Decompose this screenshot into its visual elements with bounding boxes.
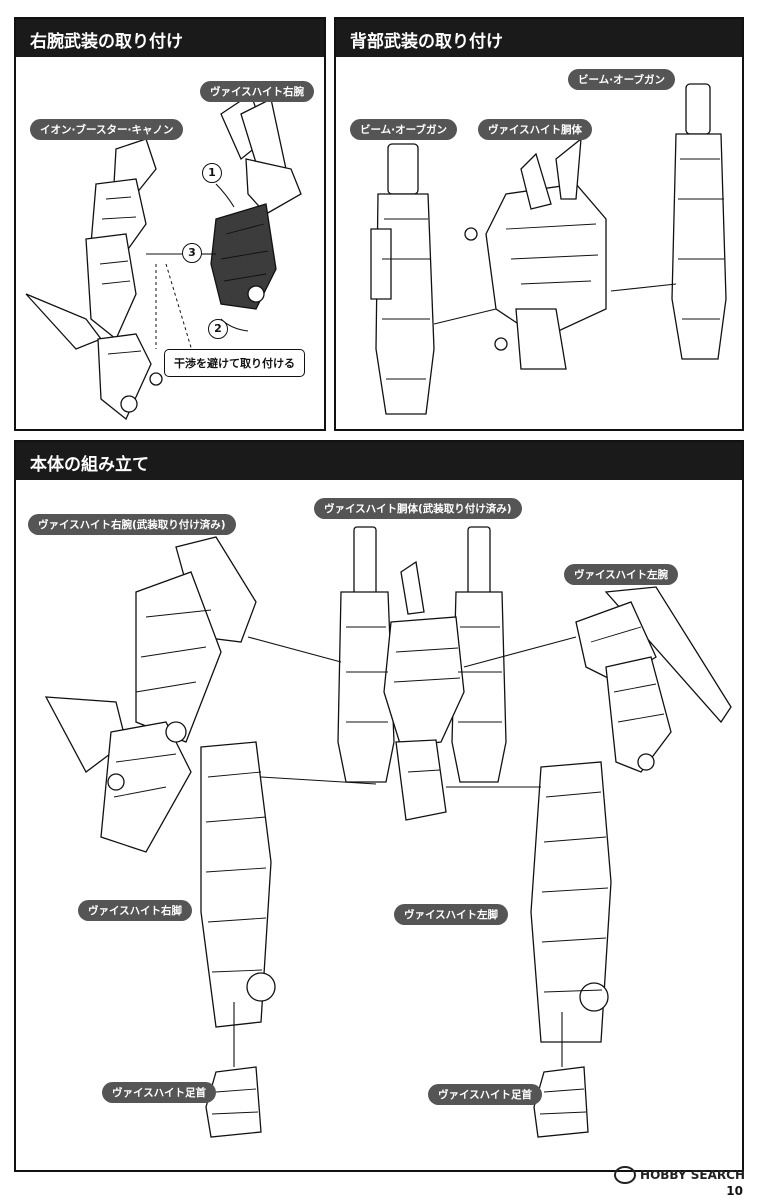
label-right-arm-equipped: ヴァイスハイト右腕(武装取り付け済み) [28,514,236,535]
label-ion-booster-cannon: イオン·ブースター·キャノン [30,119,184,140]
right-arm-arrow [247,636,342,663]
right-leg-arrow [260,776,377,785]
page-number: 10 [726,1184,743,1198]
panel-title: 本体の組み立て [30,455,149,475]
right-ankle-drawing [205,1066,262,1138]
right-arm-drawing [210,92,302,310]
left-ankle-drawing [533,1066,589,1138]
watermark-logo-icon [614,1166,637,1184]
beam-orb-gun-left-drawing [370,143,435,415]
panel-back-weapon: 背部武装の取り付け ビーム·オーブガン ビーム·オーブガン ヴァ [334,17,744,431]
left-gun-arrow [433,308,497,325]
back-weapon-illustration [370,83,727,415]
panel-header: 本体の組み立て [16,442,742,480]
label-left-arm: ヴァイスハイト左腕 [564,564,678,585]
label-torso: ヴァイスハイト胴体 [478,119,592,140]
panel-body-assembly: 本体の組み立て [14,440,744,1172]
label-left-ankle: ヴァイスハイト足首 [428,1084,542,1105]
label-right-arm: ヴァイスハイト右腕 [200,81,314,102]
label-beam-orb-gun-left: ビーム·オーブガン [350,119,458,140]
torso-equipped-drawing [337,526,507,821]
label-right-ankle: ヴァイスハイト足首 [102,1082,216,1103]
right-arm-equipped-drawing [44,536,257,853]
label-beam-orb-gun-right: ビーム·オーブガン [568,69,676,90]
panel-header: 右腕武装の取り付け [16,19,324,57]
panel-title: 右腕武装の取り付け [30,32,183,52]
interference-note: 干渉を避けて取り付ける [164,349,305,377]
step-1: 1 [202,163,222,183]
panel-right-arm-weapon: 右腕武装の取り付け ヴァイスハイト右腕 イオン· [14,17,326,431]
step-2: 2 [208,319,228,339]
left-arm-arrow [463,636,577,668]
label-left-leg: ヴァイスハイト左脚 [394,904,508,925]
panel-title: 背部武装の取り付け [350,32,503,52]
step-3: 3 [182,243,202,263]
left-arm-drawing [575,586,732,773]
right-leg-drawing [200,741,276,1028]
watermark-text: HOBBY SEARCH [640,1168,745,1182]
label-torso-equipped: ヴァイスハイト胴体(武装取り付け済み) [314,498,522,519]
label-right-leg: ヴァイスハイト右脚 [78,900,192,921]
right-arm-weapon-illustration [25,92,302,421]
ion-booster-cannon-drawing [25,138,163,421]
watermark: HOBBY SEARCH [614,1166,745,1184]
beam-orb-gun-right-drawing [671,83,727,360]
body-assembly-illustration [44,526,732,1138]
torso-drawing [464,137,607,370]
left-leg-drawing [530,761,612,1043]
panel-header: 背部武装の取り付け [336,19,742,57]
right-gun-arrow [610,283,677,292]
